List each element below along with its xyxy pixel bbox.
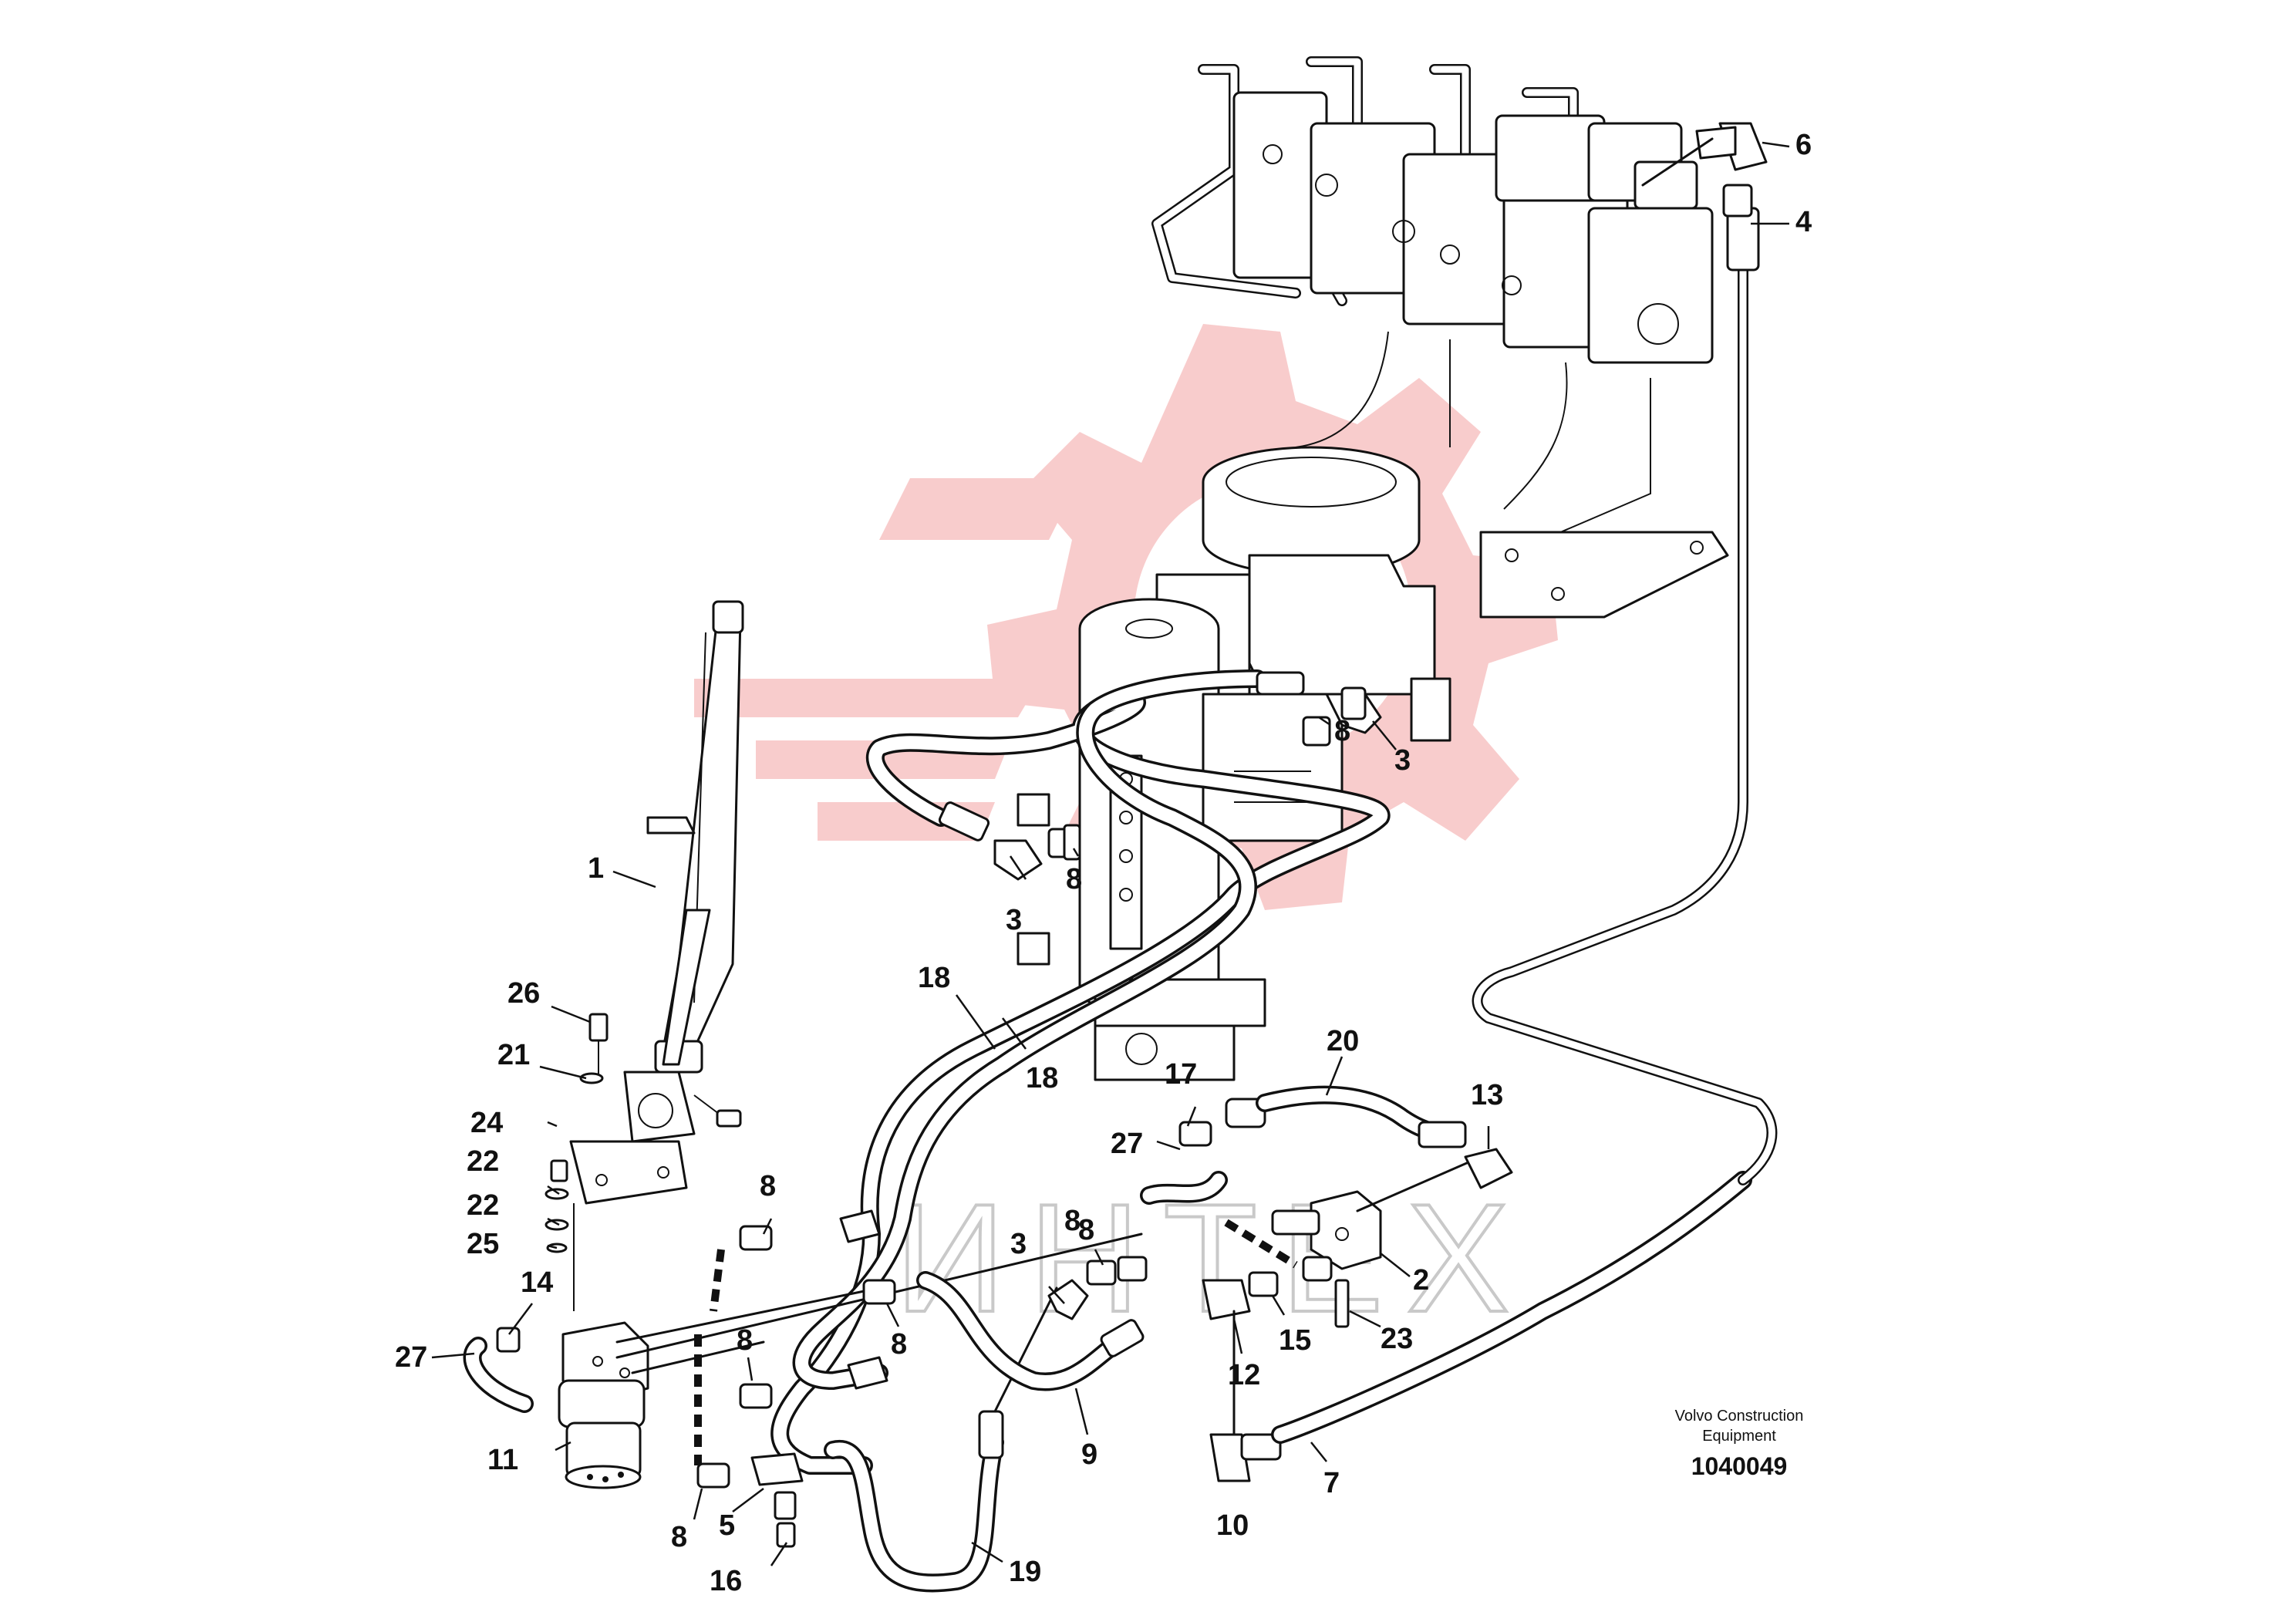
callout-labels: 1 2 3 3 3 4 5 6 7 8 8 8 8 8 8 8 8 9 10 1… <box>395 129 1812 1597</box>
elbow-3-lower <box>1047 1279 1089 1320</box>
steering-unit-orbitrol <box>558 1321 649 1489</box>
leader-lines <box>431 141 1790 1566</box>
callout-25: 25 <box>467 1228 499 1260</box>
fitting-group-lower-left <box>696 1209 896 1548</box>
valve-block-2 <box>1271 1155 1482 1328</box>
callout-8: 8 <box>891 1328 907 1361</box>
fitting-group-upper <box>938 671 1382 881</box>
callout-13: 13 <box>1471 1079 1503 1111</box>
hose-20 <box>1178 1085 1513 1189</box>
callout-17: 17 <box>1165 1058 1197 1091</box>
callout-8: 8 <box>1334 715 1350 747</box>
callout-23: 23 <box>1381 1323 1413 1355</box>
callout-26: 26 <box>507 977 540 1010</box>
callout-22: 22 <box>467 1189 499 1222</box>
callout-9: 9 <box>1081 1438 1097 1471</box>
callout-12: 12 <box>1228 1359 1260 1391</box>
callout-1: 1 <box>588 852 604 885</box>
credit-line-2: Equipment <box>1702 1428 1776 1445</box>
tee-12-group <box>1202 1271 1282 1482</box>
document-number: 1040049 <box>1691 1452 1788 1480</box>
callout-8: 8 <box>1066 863 1082 895</box>
callout-10: 10 <box>1216 1509 1249 1542</box>
callout-27: 27 <box>395 1341 427 1374</box>
callout-8: 8 <box>760 1170 776 1202</box>
steering-column <box>569 600 744 1205</box>
hardware-stack <box>544 1013 609 1311</box>
callout-3: 3 <box>1010 1228 1027 1260</box>
credit-line-1: Volvo Construction <box>1675 1408 1804 1425</box>
callout-14: 14 <box>521 1266 553 1299</box>
callout-24: 24 <box>470 1107 503 1139</box>
hose-7-and-tube <box>1271 122 1778 1444</box>
callout-21: 21 <box>497 1039 530 1071</box>
callout-18: 18 <box>918 962 950 994</box>
callout-27: 27 <box>1111 1128 1143 1160</box>
callout-11: 11 <box>487 1444 518 1476</box>
callout-5: 5 <box>719 1509 735 1542</box>
fitting-14 <box>496 1327 521 1353</box>
callout-19: 19 <box>1009 1556 1041 1588</box>
callout-8: 8 <box>1078 1214 1094 1246</box>
callout-8: 8 <box>671 1521 687 1553</box>
callout-22: 22 <box>467 1145 499 1178</box>
callout-2: 2 <box>1413 1264 1429 1297</box>
callout-18: 18 <box>1026 1062 1058 1094</box>
hose-18-pair <box>770 669 1391 1475</box>
callout-8: 8 <box>1064 1205 1081 1237</box>
callout-6: 6 <box>1795 129 1812 161</box>
callout-3: 3 <box>1394 744 1411 777</box>
callout-20: 20 <box>1327 1025 1359 1057</box>
callout-3: 3 <box>1006 904 1022 936</box>
callout-7: 7 <box>1323 1467 1340 1499</box>
callout-16: 16 <box>710 1565 742 1597</box>
callout-4: 4 <box>1795 206 1812 238</box>
control-valve-assembly <box>1151 56 1729 619</box>
callout-15: 15 <box>1279 1324 1311 1357</box>
callout-8: 8 <box>737 1324 753 1357</box>
